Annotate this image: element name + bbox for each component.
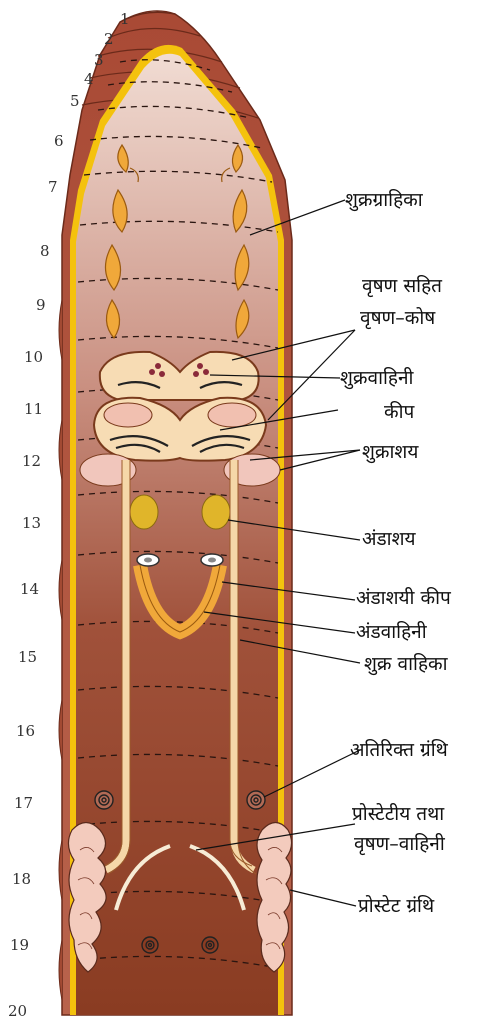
segment-number: 15: [18, 648, 37, 666]
segment-number: 10: [24, 348, 43, 366]
segment-number: 14: [20, 580, 39, 598]
segment-number: 19: [10, 936, 29, 954]
label-oviduct: अंडवाहिनी: [356, 620, 428, 643]
segment-number: 18: [12, 870, 31, 888]
segment-number: 3: [94, 51, 104, 69]
segment-number: 8: [40, 242, 50, 260]
label-sperm-funnel-line2: कीप: [384, 400, 416, 423]
label-sperm-funnel-line1: शुक्रवाहिनी: [340, 366, 415, 390]
label-prostate-gland: प्रोस्टेट ग्रंथि: [358, 894, 435, 917]
segment-number: 11: [24, 400, 43, 418]
segment-number: 7: [48, 178, 58, 196]
label-ovarian-funnel: अंडाशयी कीप: [356, 586, 452, 609]
label-ovary: अंडाशय: [362, 528, 417, 550]
label-seminal-vesicle: शुक्राशय: [362, 441, 419, 464]
label-spermatheca: शुक्रग्राहिका: [345, 188, 424, 212]
label-testis-sac-line1: वृषण सहित: [362, 274, 443, 298]
segment-number: 2: [104, 30, 114, 48]
segment-number: 5: [70, 92, 80, 110]
segment-number: 17: [14, 794, 33, 812]
segment-number: 20: [8, 1002, 27, 1020]
label-testis-sac-line2: वृषण–कोष: [360, 306, 436, 330]
label-prostatic-duct-line1: प्रोस्टेटीय तथा: [352, 802, 445, 825]
segment-number: 12: [22, 452, 41, 470]
segment-number: 4: [84, 70, 94, 88]
segment-number: 13: [22, 514, 41, 532]
segment-number: 6: [54, 132, 64, 150]
label-vas-deferens: शुक्र वाहिका: [364, 652, 449, 676]
segment-number: 16: [16, 722, 35, 740]
segment-number: 9: [36, 296, 46, 314]
segment-number: 1: [120, 10, 130, 28]
label-accessory-gland: अतिरिक्त ग्रंथि: [350, 738, 449, 761]
label-prostatic-duct-line2: वृषण–वाहिनी: [354, 832, 446, 856]
